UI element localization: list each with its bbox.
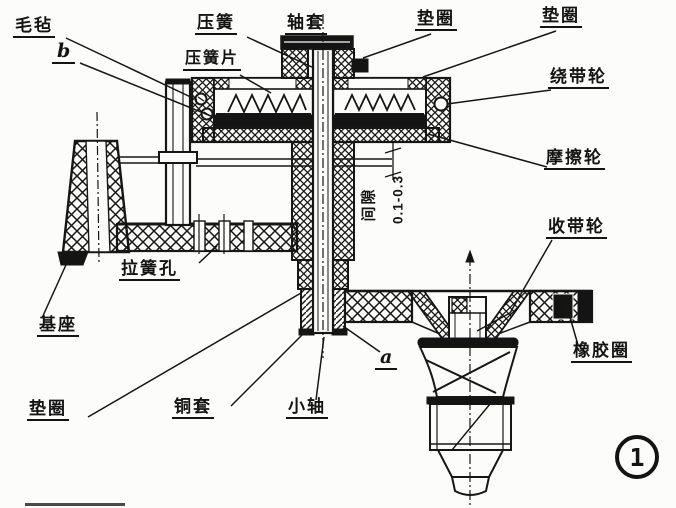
label-small-shaft: 小轴: [286, 398, 328, 419]
takeup-wheel-body: [406, 249, 532, 506]
label-winding-belt-wheel: 绕带轮: [548, 68, 609, 89]
label-washer-bottom: 垫圈: [27, 400, 69, 421]
gap-value: 0.1-0.3: [390, 174, 406, 225]
gap-dimension-note: 间隙 0.1-0.3: [352, 158, 408, 268]
takeup-flange-plate: [343, 289, 594, 335]
label-base: 基座: [37, 316, 79, 337]
chassis-beam: [115, 214, 299, 254]
label-tension-spring-hole: 拉簧孔: [119, 260, 180, 281]
label-felt: 毛毡: [13, 17, 55, 38]
label-washer-top-2: 垫圈: [540, 7, 582, 28]
label-pressure-spring-plate: 压簧片: [183, 50, 242, 71]
small-shaft: [311, 14, 335, 358]
label-friction-wheel: 摩擦轮: [544, 149, 605, 170]
leader-lines: [41, 30, 579, 418]
label-pressure-spring: 压簧: [195, 14, 237, 35]
label-copper-sleeve: 铜套: [172, 398, 214, 419]
label-washer-top-1: 垫圈: [415, 10, 457, 31]
label-shaft-sleeve: 轴套: [285, 14, 327, 35]
label-point-a: a: [375, 346, 398, 370]
gap-label: 间隙: [360, 187, 378, 222]
felt-washers: [194, 92, 214, 121]
label-takeup-wheel: 收带轮: [546, 218, 607, 239]
shaft-sleeve-top: [280, 35, 369, 79]
label-rubber-ring: 橡胶圈: [571, 342, 632, 363]
pulley-band-right: [331, 76, 452, 144]
figure-number-badge: 1: [615, 435, 659, 479]
scan-artifact: [25, 503, 125, 506]
label-point-b: b: [52, 40, 76, 64]
figure-number: 1: [629, 442, 645, 472]
